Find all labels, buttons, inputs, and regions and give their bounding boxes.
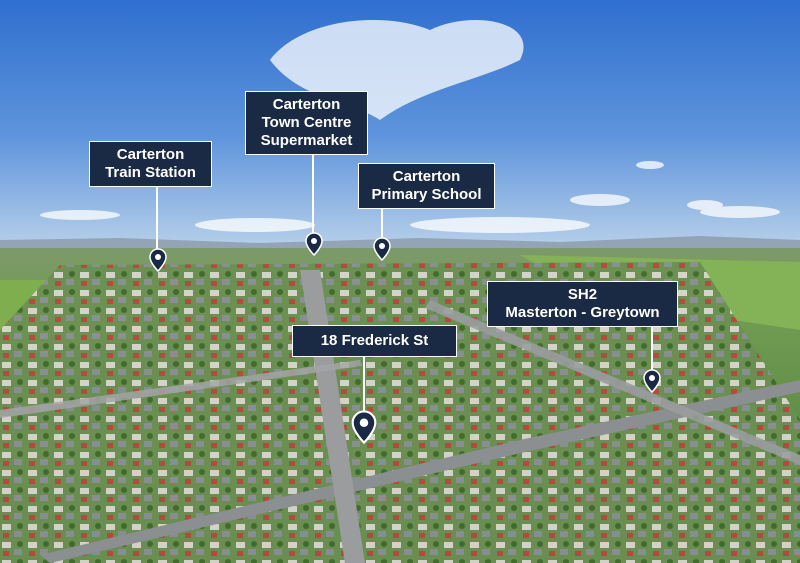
- label-line: Primary School: [371, 186, 482, 203]
- label-line: Supermarket: [260, 132, 353, 149]
- leader-line: [312, 152, 314, 238]
- marker-label-sh2: SH2 Masterton - Greytown: [487, 281, 678, 327]
- map-pin-icon: [373, 237, 391, 261]
- label-line: Town Centre: [261, 114, 352, 131]
- label-line: Masterton - Greytown: [505, 304, 660, 321]
- map-pin-icon: [643, 369, 661, 393]
- label-line: Carterton: [116, 146, 185, 163]
- marker-label-primary-school: Carterton Primary School: [358, 163, 495, 209]
- map-pin-icon: [305, 232, 323, 256]
- map-pin-icon: [351, 410, 377, 444]
- marker-label-town-centre-supermarket: Carterton Town Centre Supermarket: [245, 91, 368, 155]
- map-pin-icon: [149, 248, 167, 272]
- label-line: Train Station: [105, 164, 196, 181]
- leader-line: [156, 185, 158, 255]
- label-line: SH2: [567, 286, 598, 303]
- marker-label-train-station: Carterton Train Station: [89, 141, 212, 187]
- leader-line: [363, 356, 365, 412]
- marker-label-property: 18 Frederick St: [292, 325, 457, 357]
- label-line: 18 Frederick St: [320, 332, 429, 349]
- leader-line: [381, 207, 383, 241]
- label-line: Carterton: [272, 96, 341, 113]
- label-line: Carterton: [392, 168, 461, 185]
- leader-line: [651, 323, 653, 373]
